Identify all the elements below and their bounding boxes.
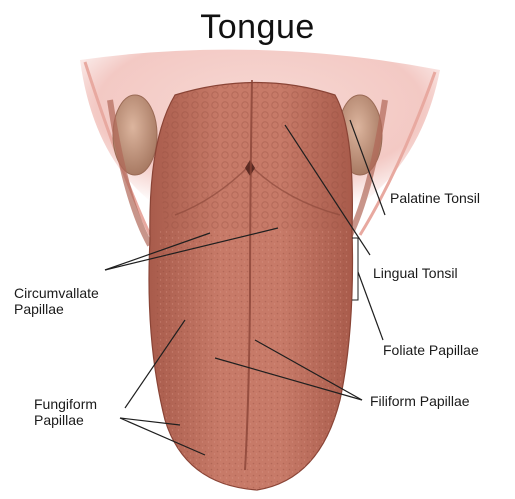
label-circumvallate-line1: Circumvallate	[14, 285, 99, 301]
label-foliate-papillae: Foliate Papillae	[383, 342, 479, 358]
leader-foliate-papillae	[358, 272, 383, 340]
tongue-front-texture	[155, 230, 349, 490]
label-circumvallate-line2: Papillae	[14, 301, 99, 317]
label-palatine-tonsil: Palatine Tonsil	[390, 190, 480, 206]
label-lingual-tonsil: Lingual Tonsil	[373, 265, 458, 281]
label-filiform-papillae: Filiform Papillae	[370, 393, 470, 409]
label-fungiform-line1: Fungiform	[34, 396, 97, 412]
label-fungiform-line2: Papillae	[34, 412, 97, 428]
label-circumvallate-papillae: Circumvallate Papillae	[14, 285, 99, 317]
label-fungiform-papillae: Fungiform Papillae	[34, 396, 97, 428]
